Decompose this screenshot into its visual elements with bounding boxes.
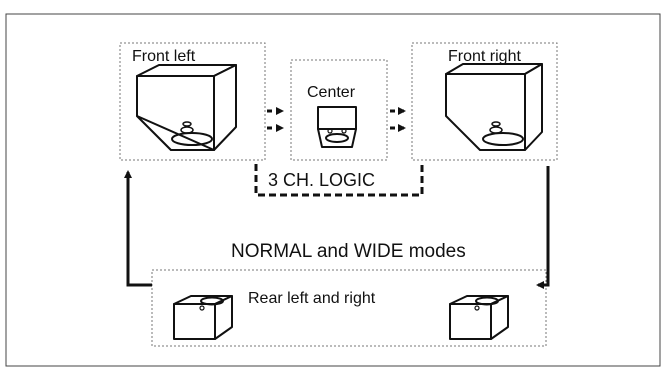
outer-border — [5, 13, 661, 367]
modes-label: NORMAL and WIDE modes — [231, 241, 466, 262]
rear-box — [151, 269, 547, 347]
front-left-label: Front left — [132, 48, 196, 65]
left-to-center-arrows — [267, 107, 284, 132]
front-right-box — [411, 42, 558, 161]
front-left-speaker-icon — [136, 64, 237, 151]
logic-bracket — [254, 164, 424, 197]
rear-left-speaker-icon — [173, 295, 233, 340]
front-right-speaker-icon — [445, 63, 543, 151]
center-speaker-icon — [317, 106, 357, 148]
center-label: Center — [307, 84, 356, 101]
rear-right-speaker-icon — [449, 295, 509, 340]
right-to-rear-arrow — [536, 166, 550, 289]
rear-to-left-arrow — [124, 170, 152, 287]
center-box — [290, 59, 388, 161]
front-left-box — [119, 42, 266, 161]
center-to-right-arrows — [390, 107, 406, 132]
logic-label: 3 CH. LOGIC — [268, 170, 376, 190]
front-right-label: Front right — [448, 48, 521, 65]
rear-label: Rear left and right — [248, 290, 376, 307]
